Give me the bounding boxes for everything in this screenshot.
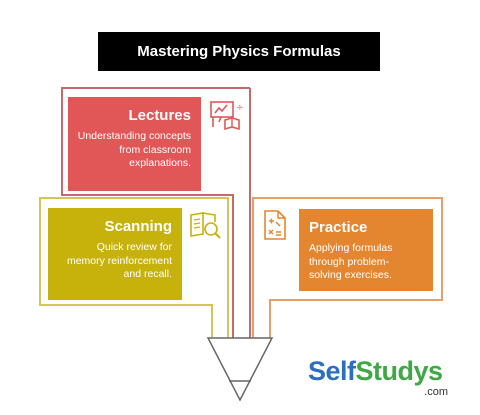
logo-studys-text: Studys: [355, 356, 444, 386]
selfstudys-logo: SelfStudys .com: [308, 356, 448, 402]
diagram-title: Mastering Physics Formulas: [98, 32, 380, 71]
practice-outline: [252, 197, 443, 338]
scanning-card: Scanning Quick review for memory reinfor…: [48, 208, 182, 300]
diagram-title-text: Mastering Physics Formulas: [137, 43, 341, 60]
scanning-card-title: Scanning: [104, 218, 172, 235]
lectures-card: Lectures Understanding concepts from cla…: [68, 97, 201, 191]
practice-card-title: Practice: [309, 219, 368, 236]
funnel-tip: [206, 337, 274, 402]
logo-wordmark: SelfStudys: [308, 356, 443, 387]
svg-text:÷: ÷: [236, 103, 243, 113]
logo-self-text: Self: [308, 356, 356, 386]
lectures-card-title: Lectures: [128, 107, 191, 124]
practice-card: Practice Applying formulas through probl…: [299, 209, 433, 291]
presentation-board-book-icon: ÷: [210, 101, 243, 131]
book-magnifier-icon: [190, 212, 221, 239]
scanning-outline: [39, 197, 229, 338]
lectures-outline: [61, 87, 250, 338]
practice-card-description: Applying formulas through problem-solvin…: [309, 242, 393, 281]
lectures-card-description: Understanding concepts from classroom ex…: [77, 130, 191, 169]
logo-domain-text: .com: [424, 386, 448, 398]
scanning-card-description: Quick review for memory reinforcement an…: [66, 241, 172, 280]
formula-document-icon: [264, 210, 286, 240]
